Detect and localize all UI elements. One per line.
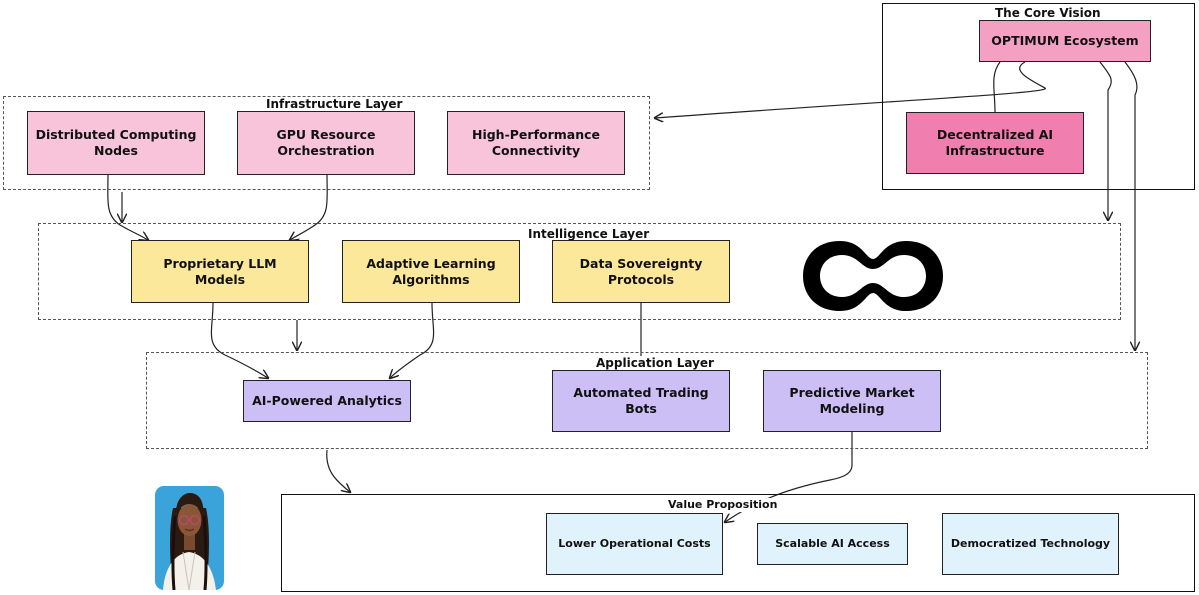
avatar bbox=[155, 486, 224, 590]
intel-node-llm-models[interactable]: Proprietary LLM Models bbox=[131, 240, 309, 303]
woman-with-glasses-avatar-icon bbox=[163, 493, 216, 590]
infra-node-distributed-computing[interactable]: Distributed Computing Nodes bbox=[27, 111, 205, 175]
value-node-democratized-tech[interactable]: Democratized Technology bbox=[942, 513, 1119, 575]
app-node-trading-bots[interactable]: Automated Trading Bots bbox=[552, 370, 730, 432]
decentralized-ai-node[interactable]: Decentralized AI Infrastructure bbox=[906, 112, 1084, 174]
value-proposition-panel bbox=[281, 494, 1195, 592]
value-node-scalable-access[interactable]: Scalable AI Access bbox=[757, 523, 908, 565]
application-layer-title: Application Layer bbox=[593, 356, 717, 370]
intelligence-layer-title: Intelligence Layer bbox=[525, 227, 653, 241]
app-node-ai-analytics[interactable]: AI-Powered Analytics bbox=[243, 380, 411, 422]
edge-analytics-to-value bbox=[326, 449, 350, 492]
infra-node-gpu-orchestration[interactable]: GPU Resource Orchestration bbox=[237, 111, 415, 175]
app-node-predictive-modeling[interactable]: Predictive Market Modeling bbox=[763, 370, 941, 432]
infra-node-connectivity[interactable]: High-Performance Connectivity bbox=[447, 111, 625, 175]
infrastructure-layer-title: Infrastructure Layer bbox=[263, 97, 406, 111]
infinity-ring-logo-icon bbox=[803, 241, 943, 311]
intel-node-data-sovereignty[interactable]: Data Sovereignty Protocols bbox=[552, 240, 730, 303]
infrastructure-layer bbox=[3, 96, 650, 190]
intelligence-layer bbox=[38, 223, 1121, 320]
application-layer bbox=[146, 352, 1148, 449]
optimum-ecosystem-node[interactable]: OPTIMUM Ecosystem bbox=[979, 20, 1151, 62]
core-vision-panel bbox=[882, 3, 1195, 190]
value-proposition-title: Value Proposition bbox=[665, 498, 781, 512]
core-vision-title: The Core Vision bbox=[992, 6, 1104, 20]
value-node-lower-costs[interactable]: Lower Operational Costs bbox=[546, 513, 723, 575]
intel-node-adaptive-learning[interactable]: Adaptive Learning Algorithms bbox=[342, 240, 520, 303]
